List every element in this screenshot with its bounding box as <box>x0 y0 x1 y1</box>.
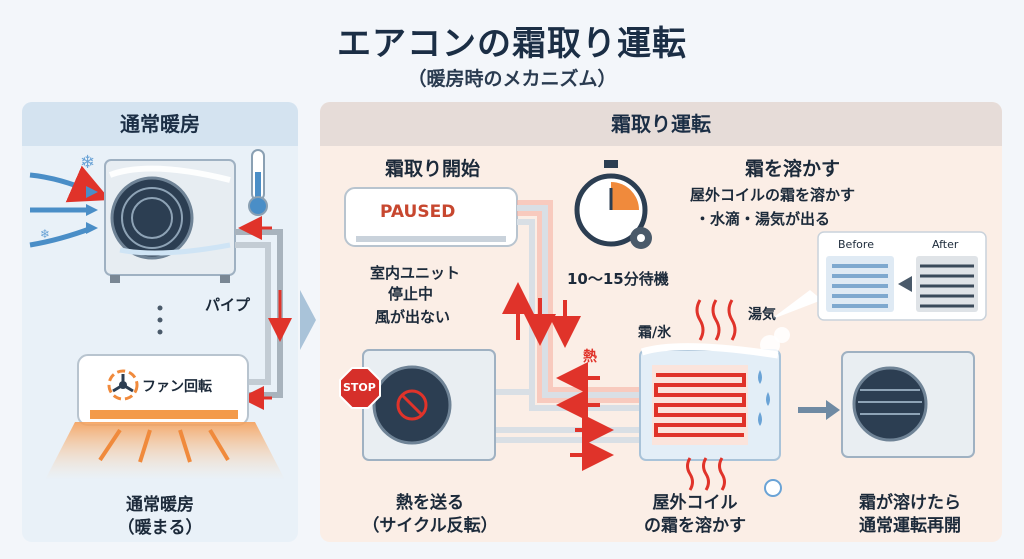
outdoor-unit-frosted <box>104 159 236 283</box>
stop-sign-label: STOP <box>343 381 376 394</box>
heat-label: 熱 <box>583 349 597 365</box>
pipe-label: パイプ <box>205 296 251 314</box>
continuation-dots <box>157 305 163 335</box>
melt-description-2: ・水滴・湯気が出る <box>695 210 831 228</box>
defrost-panel: 霜取り運転 <box>320 102 1002 542</box>
indoor-status-line3: 風が出ない <box>375 308 451 326</box>
before-label: Before <box>838 238 874 251</box>
melt-frost-heading: 霜を溶かす <box>745 158 841 180</box>
outdoor-unit-stopped <box>362 349 496 461</box>
after-label: After <box>932 238 959 251</box>
outdoor-coil-melting <box>639 343 781 461</box>
thermometer-icon <box>248 149 268 216</box>
page-title: エアコンの霜取り運転 <box>337 24 687 64</box>
before-after-panel <box>770 231 987 321</box>
defrost-heading: 霜取り運転 <box>320 102 1002 146</box>
svg-text:❄: ❄ <box>80 152 95 173</box>
paused-display: PAUSED <box>380 202 456 222</box>
water-drop-icon <box>764 479 782 497</box>
heat-waves <box>686 299 737 491</box>
melt-description-1: 屋外コイルの霜を溶かす <box>690 186 856 204</box>
left-refrigerant-pipe <box>235 216 292 410</box>
normal-heating-heading: 通常暖房 <box>22 102 298 146</box>
indoor-status-line2: 停止中 <box>388 285 434 303</box>
svg-text:❄: ❄ <box>40 227 50 241</box>
send-heat-caption-1: 熱を送る <box>396 493 464 513</box>
defrost-start-heading: 霜取り開始 <box>385 158 481 180</box>
resume-arrow <box>798 400 840 420</box>
normal-heating-caption-2: （暖まる） <box>117 518 203 538</box>
steam-label: 湯気 <box>748 307 776 323</box>
resume-caption-2: 通常運転再開 <box>859 516 961 536</box>
indoor-unit-paused <box>344 187 518 247</box>
normal-heating-caption-1: 通常暖房 <box>126 495 194 515</box>
outdoor-coil-caption-1: 屋外コイル <box>652 493 738 513</box>
reverse-cycle-pipes <box>495 200 645 471</box>
resume-caption-1: 霜が溶けたら <box>859 493 961 513</box>
steam-cloud <box>760 327 790 355</box>
stopwatch-icon <box>574 160 652 249</box>
send-heat-caption-2: （サイクル反転） <box>362 516 498 536</box>
outdoor-unit-resumed <box>841 351 975 458</box>
panel-transition-arrow <box>300 290 316 350</box>
outdoor-coil-caption-2: の霜を溶かす <box>644 516 746 536</box>
frost-ice-label: 霜/氷 <box>638 325 672 341</box>
warm-air-flow <box>45 422 285 480</box>
snowflake-icon: ❄ ❄ <box>40 152 95 241</box>
cold-wind-arrows <box>29 165 111 248</box>
fan-icon <box>107 369 139 401</box>
fan-rotation-label: ファン回転 <box>142 379 212 395</box>
page-subtitle: （暖房時のメカニズム） <box>407 68 617 90</box>
indoor-status-line1: 室内ユニット <box>370 264 461 282</box>
wait-time-label: 10～15分待機 <box>567 270 669 288</box>
stop-sign-icon <box>339 367 381 409</box>
